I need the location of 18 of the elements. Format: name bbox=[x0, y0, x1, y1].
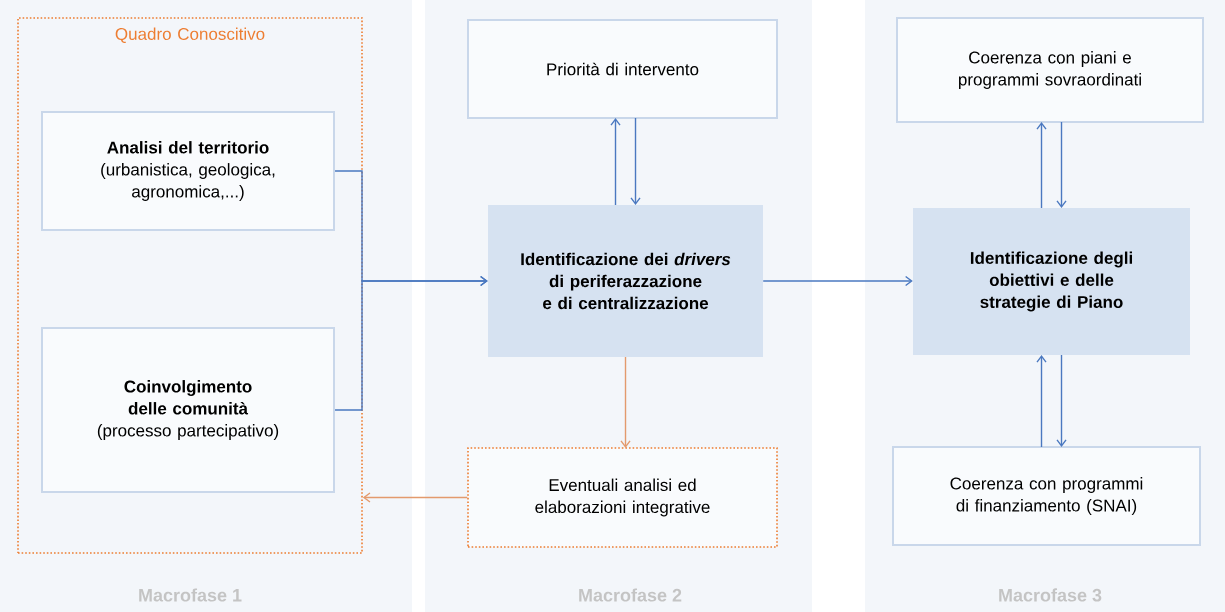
process-box: Coerenza con piani e programmi sovraordinati bbox=[896, 17, 1204, 123]
dotted-box: Eventuali analisi ed elaborazioni integrative bbox=[467, 447, 778, 548]
arrow bbox=[762, 275, 913, 287]
arrow bbox=[1056, 354, 1067, 447]
highlighted-box: Identificazione degli obiettivi e delle strategie di Piano bbox=[913, 208, 1190, 355]
connector-arrow bbox=[334, 275, 488, 411]
process-box: Priorità di intervento bbox=[467, 19, 778, 119]
process-box: Coerenza con programmi di finanziamento (SNAI) bbox=[892, 446, 1201, 546]
arrow bbox=[1036, 355, 1047, 448]
highlighted-box: Identificazione dei drivers di periferazzazione e di centralizzazione bbox=[488, 205, 763, 357]
arrow bbox=[610, 118, 621, 206]
arrow bbox=[362, 492, 468, 503]
arrow bbox=[620, 356, 631, 448]
arrow bbox=[630, 117, 641, 205]
process-box: Analisi del territorio (urbanistica, geologica, agronomica,...) bbox=[41, 111, 335, 231]
arrow bbox=[1036, 122, 1047, 209]
process-box: Coinvolgimento delle comunità (processo partecipativo) bbox=[41, 327, 335, 493]
arrow bbox=[1056, 121, 1067, 208]
